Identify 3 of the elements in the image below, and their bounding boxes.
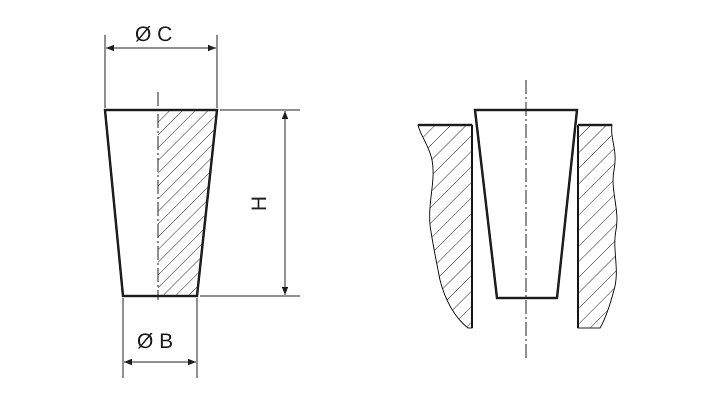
dimension-label: Ø B [137,331,174,352]
dimension-label: Ø C [135,24,172,45]
dimension-label: H [249,196,270,212]
